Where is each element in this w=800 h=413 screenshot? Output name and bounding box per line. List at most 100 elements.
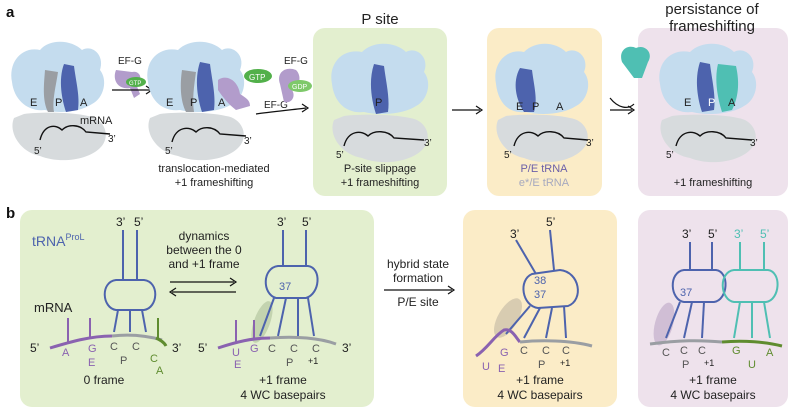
box3-base-g: G <box>732 345 741 357</box>
gtp-label-2: GTP <box>249 73 265 82</box>
gtp-pill-2 <box>244 69 272 83</box>
caption-0-frame: 0 frame <box>84 373 125 387</box>
arrow-2-head <box>301 103 310 113</box>
p-site-title: P site <box>361 11 398 28</box>
mrna5-right: 5’ <box>198 341 207 355</box>
site-p-right: P <box>286 357 293 369</box>
dynamics-line3: and +1 frame <box>168 257 239 271</box>
box3-base-c2: C <box>680 345 688 357</box>
gdp-label: GDP <box>292 84 308 91</box>
persistence-title-line1: persistance of <box>665 1 759 18</box>
efg-label-2: EF-G <box>264 100 288 111</box>
mrna-3-prime: 3’ <box>108 134 116 145</box>
base-c3: C <box>150 353 158 365</box>
box3-5-prime-a: 5’ <box>708 227 717 241</box>
site-e-label-5: E <box>684 97 691 109</box>
site-e-label-4: E <box>516 101 523 113</box>
base-u: U <box>232 347 240 359</box>
box-0-frame <box>20 210 374 407</box>
trna2-5-prime: 5’ <box>302 215 311 229</box>
site-e-label: E <box>30 97 37 109</box>
arrow-forward-head <box>229 277 238 287</box>
site-a-label: A <box>80 97 88 109</box>
box3-base-c1: C <box>662 347 670 359</box>
ribosome-4: E P A 5’ 3’ <box>495 43 594 163</box>
hyb-3-prime: 3’ <box>510 227 519 241</box>
caption-hybrid-line2: 4 WC basepairs <box>497 388 582 402</box>
caption-step3-line2: +1 frameshifting <box>341 177 420 189</box>
caption-step2-line1: translocation-mediated <box>158 163 269 175</box>
base-g: G <box>88 343 97 355</box>
mrna-5-prime-3: 5’ <box>336 150 344 161</box>
base-a2: A <box>156 365 164 377</box>
trna-3-prime: 3’ <box>116 215 125 229</box>
hybrid-line1: hybrid state <box>387 257 449 271</box>
box3-base-u: U <box>748 359 756 371</box>
mrna-plus1-frame: 5’ 3’ U G C C C E P +1 <box>198 320 351 371</box>
site-p-label-5: P <box>708 97 715 109</box>
ribosome-5: E P A 5’ 3’ <box>659 43 758 163</box>
caption-persist-line1: +1 frame <box>689 373 737 387</box>
site-e-right: E <box>234 359 241 371</box>
box3-5-prime-b: 5’ <box>760 227 769 241</box>
ribosome-1: E P A mRNA 5’ 3’ <box>11 41 116 161</box>
hyb-base-u: U <box>482 361 490 373</box>
caption-step4-line1: P/E tRNA <box>520 163 568 175</box>
mrna-5-prime: 5’ <box>34 146 42 157</box>
dynamics-line1: dynamics <box>179 229 230 243</box>
mrna-3-prime-3: 3’ <box>424 138 432 149</box>
mrna-5-prime-2: 5’ <box>165 146 173 157</box>
gtp-pill <box>126 77 146 87</box>
plus1-right: +1 <box>308 356 318 366</box>
trna-plus1-frame: 3’ 5’ 37 <box>251 215 319 343</box>
num-37-hyb: 37 <box>534 289 546 301</box>
trna2-3-prime: 3’ <box>277 215 286 229</box>
base-c1: C <box>110 341 118 353</box>
hyb-site-p: P <box>538 359 545 371</box>
hyb-plus1: +1 <box>560 358 570 368</box>
efg-label-3: EF-G <box>284 56 308 67</box>
caption-step4-line2: e*/E tRNA <box>519 177 570 189</box>
incoming-trna <box>621 46 650 78</box>
caption-step5: +1 frameshifting <box>674 177 753 189</box>
hyb-5-prime: 5’ <box>546 215 555 229</box>
base-g-right: G <box>250 343 259 355</box>
hyb-base-c3: C <box>562 345 570 357</box>
trna-5-prime: 5’ <box>134 215 143 229</box>
mrna-persistence: C C C G A P +1 U <box>649 339 783 371</box>
hyb-base-c1: C <box>520 345 528 357</box>
box3-base-c3: C <box>698 345 706 357</box>
box3-plus1: +1 <box>704 358 714 368</box>
site-e-label-2: E <box>166 97 173 109</box>
mrna-label: mRNA <box>80 115 113 127</box>
site-p-label-2: P <box>190 97 197 109</box>
base-a: A <box>62 347 70 359</box>
mrna-hybrid: U G C C C E P +1 <box>475 328 593 375</box>
caption-plus1-line2: 4 WC basepairs <box>240 388 325 402</box>
gdp-pill <box>288 80 312 92</box>
persistence-title-line2: frameshifting <box>669 18 755 35</box>
arrow-2 <box>255 107 307 115</box>
arrow-4-head <box>627 105 636 115</box>
site-p-b: P <box>120 355 127 367</box>
ribosome-3: P 5’ 3’ <box>331 43 432 163</box>
trna-hybrid: 3’ 5’ 38 37 <box>494 215 579 339</box>
hybrid-arrow-head <box>447 285 456 295</box>
mrna-3-prime-4: 3’ <box>586 138 594 149</box>
caption-step2-line2: +1 frameshifting <box>175 177 254 189</box>
site-p-label-3: P <box>375 97 382 109</box>
trna-0-frame: 3’ 5’ <box>103 215 157 333</box>
hybrid-line3: P/E site <box>397 295 439 309</box>
panel-b-letter: b <box>6 205 15 222</box>
site-p-label-4: P <box>532 101 539 113</box>
box3-3-prime-a: 3’ <box>682 227 691 241</box>
caption-persist-line2: 4 WC basepairs <box>670 388 755 402</box>
site-e-b: E <box>88 357 95 369</box>
box3-base-a: A <box>766 347 774 359</box>
dynamics-line2: between the 0 <box>166 243 242 257</box>
hyb-base-c2: C <box>542 345 550 357</box>
box3-num-37: 37 <box>680 287 692 299</box>
num-38: 38 <box>534 275 546 287</box>
trna-a-site-teal: 3’ 5’ <box>721 227 779 339</box>
hyb-base-g: G <box>500 347 509 359</box>
